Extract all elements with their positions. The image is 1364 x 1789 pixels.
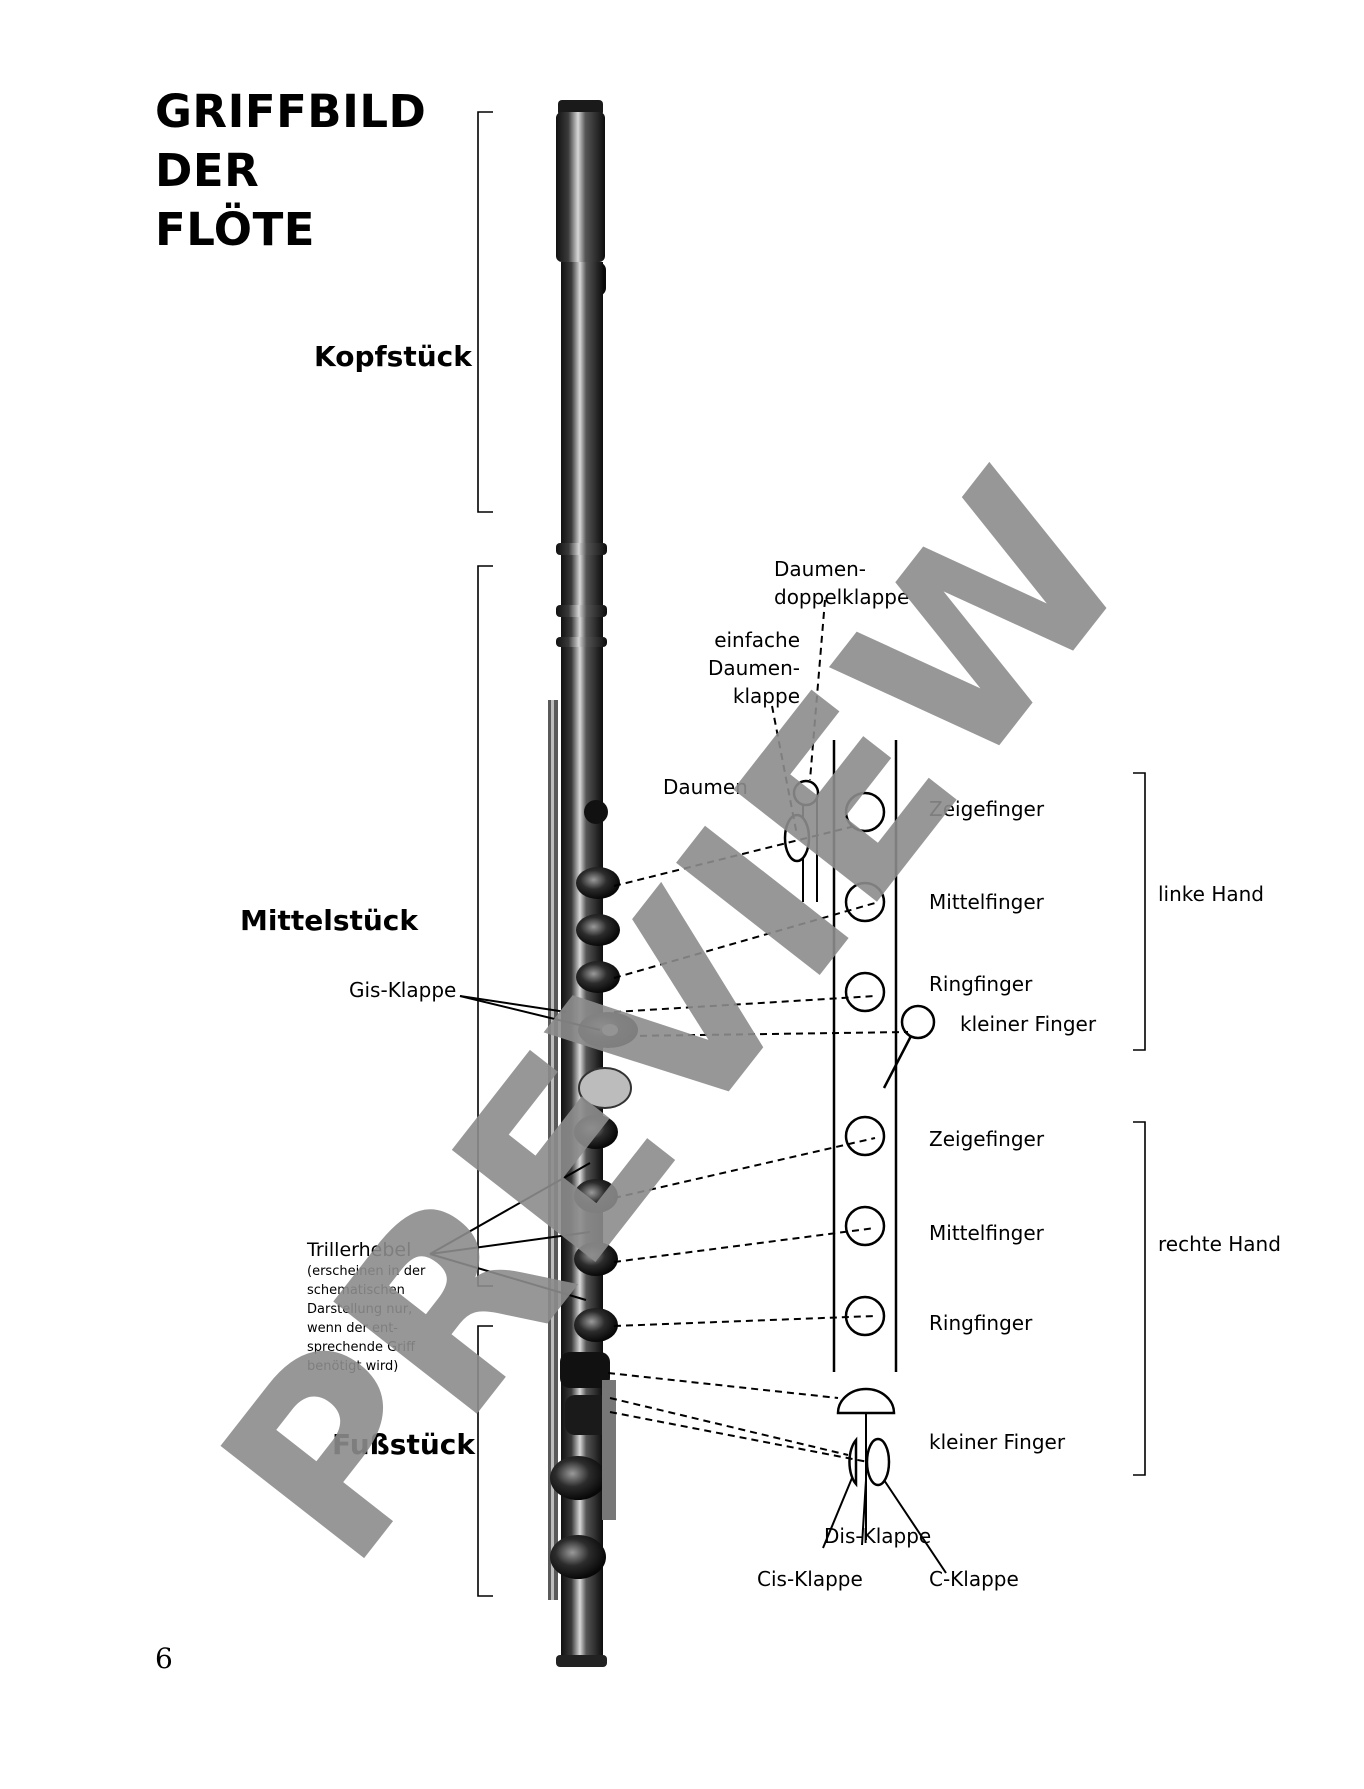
connector-lines (607, 599, 909, 1463)
label-trillerhebel: Trillerhebel (307, 1239, 412, 1261)
trillerhebel-note: (erscheinen in der schematischen Darstel… (307, 1262, 425, 1376)
flute-keys (550, 800, 638, 1579)
section-brackets (477, 111, 1146, 1597)
note-line-5: sprechende Griff (307, 1340, 416, 1355)
note-line-2: schematischen (307, 1283, 405, 1298)
label-c-klappe: C-Klappe (929, 1567, 1019, 1591)
title-line-1: GRIFFBILD (155, 85, 427, 138)
label-zeigefinger-left: Zeigefinger (929, 797, 1045, 821)
label-daumen: Daumen (663, 775, 748, 799)
title-line-3: FLÖTE (155, 203, 315, 256)
dis-key-shape (836, 1387, 896, 1415)
cis-key-shape (848, 1436, 858, 1488)
thumb-key (783, 813, 811, 863)
page-title: GRIFFBILD DER FLÖTE (155, 82, 426, 259)
bracket-head (477, 111, 493, 513)
label-einfache-daumenklappe: einfache Daumen- klappe (680, 626, 800, 710)
label-kleiner-finger-left: kleiner Finger (960, 1012, 1097, 1036)
label-ringfinger-left: Ringfinger (929, 972, 1033, 996)
note-line-4: wenn der ent- (307, 1321, 398, 1336)
note-line-1: (erscheinen in der (307, 1264, 426, 1279)
section-label-head: Kopfstück (314, 340, 472, 373)
label-dis-klappe: Dis-Klappe (824, 1524, 932, 1548)
label-mittelfinger-right: Mittelfinger (929, 1221, 1044, 1245)
label-zeigefinger-right: Zeigefinger (929, 1127, 1045, 1151)
daumen-doppel-line-2: doppelklappe (774, 585, 910, 609)
daumen-doppel-line-1: Daumen- (774, 557, 867, 581)
label-daumen-doppelklappe: Daumen- doppelklappe (774, 555, 909, 611)
bracket-foot (477, 1325, 493, 1597)
schematic (783, 740, 936, 1540)
c-key-shape (865, 1437, 891, 1487)
flute-image (548, 100, 638, 1667)
thumb-double-key (792, 779, 820, 807)
einfache-line-1: einfache (714, 628, 800, 652)
bracket-middle (477, 565, 493, 1287)
einfache-line-3: klappe (732, 684, 800, 708)
pointer-lines (429, 995, 947, 1574)
note-line-6: benötigt wird) (307, 1359, 399, 1374)
title-line-2: DER (155, 144, 260, 197)
section-label-foot: Fußstück (332, 1428, 476, 1461)
page-number: 6 (155, 1642, 173, 1675)
bracket-right-hand (1133, 1121, 1146, 1476)
label-cis-klappe: Cis-Klappe (757, 1567, 863, 1591)
label-gis-klappe: Gis-Klappe (349, 978, 457, 1002)
label-linke-hand: linke Hand (1158, 882, 1264, 906)
note-line-3: Darstellung nur, (307, 1302, 413, 1317)
einfache-line-2: Daumen- (707, 656, 800, 680)
label-mittelfinger-left: Mittelfinger (929, 890, 1044, 914)
bracket-left-hand (1133, 772, 1146, 1051)
section-label-middle: Mittelstück (240, 904, 419, 937)
label-rechte-hand: rechte Hand (1158, 1232, 1281, 1256)
label-kleiner-finger-right: kleiner Finger (929, 1430, 1066, 1454)
label-ringfinger-right: Ringfinger (929, 1311, 1033, 1335)
